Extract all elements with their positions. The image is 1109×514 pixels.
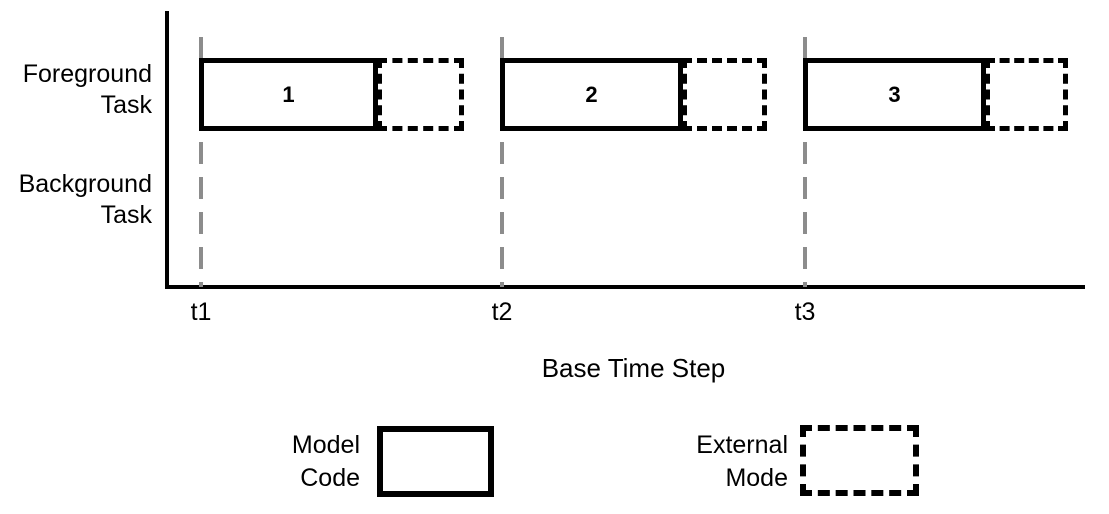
- legend-label-model-code: Model Code: [291, 431, 360, 492]
- external-mode-block-3: [985, 58, 1068, 131]
- tick-label-t3: t3: [794, 298, 816, 326]
- legend-swatch-external-mode: [800, 425, 919, 496]
- x-axis-line: [165, 285, 1085, 289]
- block-number-1: 1: [282, 81, 295, 107]
- gridline-t1: [199, 37, 203, 287]
- x-axis-title-text: Base Time Step: [541, 353, 726, 383]
- row-label-background-task: Background Task: [18, 170, 152, 229]
- block-number-3: 3: [888, 81, 901, 107]
- tick-label-t1: t1: [190, 298, 212, 326]
- model-code-block-3: 3: [803, 58, 986, 131]
- gridline-t3: [803, 37, 807, 287]
- legend-label-external-mode: External Mode: [696, 431, 788, 492]
- y-axis-line: [165, 11, 169, 289]
- model-code-block-2: 2: [500, 58, 683, 131]
- row-label-foreground-task: Foreground Task: [22, 60, 152, 119]
- block-number-2: 2: [585, 81, 598, 107]
- external-mode-block-1: [377, 58, 464, 131]
- legend-swatch-model-code: [377, 426, 494, 497]
- tick-label-t2: t2: [491, 298, 513, 326]
- external-mode-block-2: [682, 58, 767, 131]
- model-code-block-1: 1: [199, 58, 378, 131]
- x-axis-title: Base Time Step: [0, 352, 1109, 384]
- gridline-t2: [500, 37, 504, 287]
